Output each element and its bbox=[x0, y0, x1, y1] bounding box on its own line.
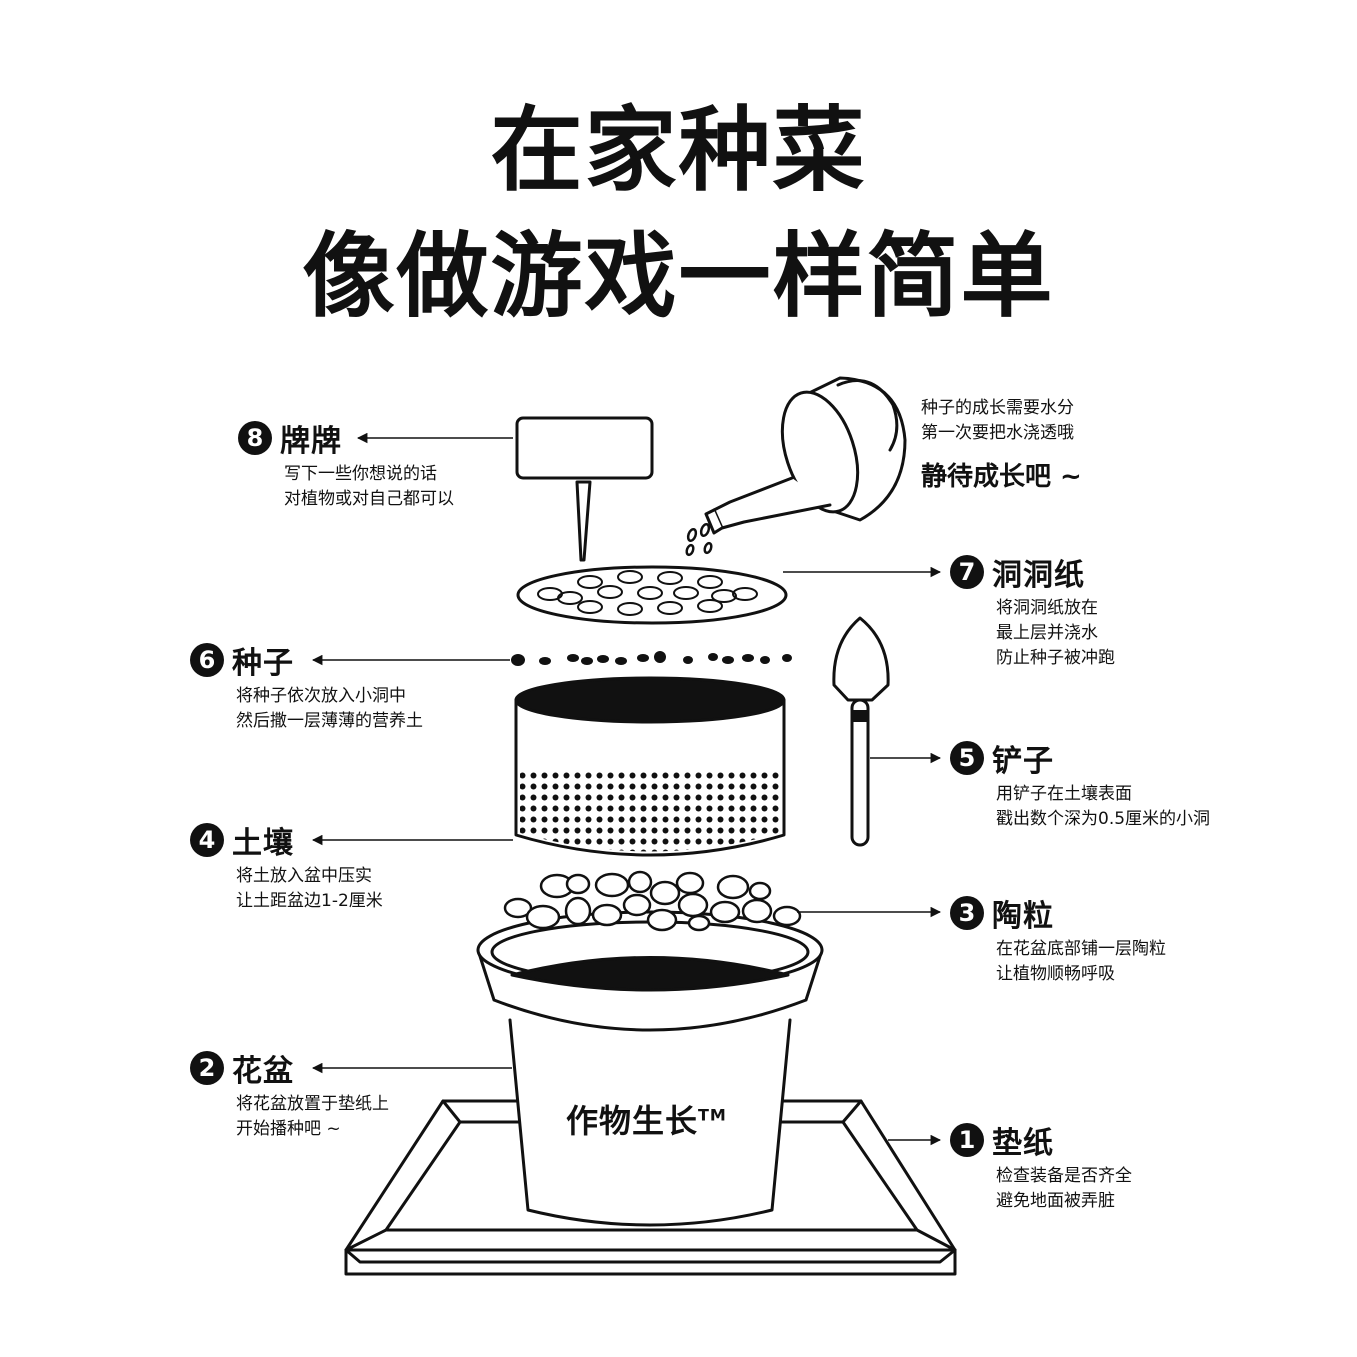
title-line-2: 像做游戏一样简单 bbox=[302, 223, 1055, 330]
flower-pot bbox=[476, 910, 824, 1227]
step-name: 洞洞纸 bbox=[992, 558, 1085, 593]
step-name: 种子 bbox=[232, 646, 294, 681]
step-number-badge: 6 bbox=[190, 643, 224, 677]
label-sign bbox=[515, 416, 654, 562]
step-desc-line: 让土距盆边1-2厘米 bbox=[236, 891, 383, 911]
step-desc-line: 将洞洞纸放在 bbox=[996, 598, 1098, 618]
title-line-1: 在家种菜 bbox=[490, 97, 867, 204]
step-name: 花盆 bbox=[232, 1054, 294, 1089]
step-desc-line: 最上层并浇水 bbox=[996, 623, 1098, 643]
perforated-paper bbox=[516, 565, 788, 625]
step-number-badge: 4 bbox=[190, 823, 224, 857]
step-name: 陶粒 bbox=[992, 899, 1054, 934]
step-name: 垫纸 bbox=[992, 1126, 1054, 1161]
step-desc-line: 让植物顺畅呼吸 bbox=[996, 964, 1115, 984]
step-name: 土壤 bbox=[232, 826, 294, 861]
step-desc-line: 将花盆放置于垫纸上 bbox=[236, 1094, 389, 1114]
step-desc-line: 开始播种吧 ~ bbox=[236, 1119, 341, 1139]
step-number-badge: 1 bbox=[950, 1123, 984, 1157]
step-desc-line: 用铲子在土壤表面 bbox=[996, 784, 1132, 804]
step-desc-line: 对植物或对自己都可以 bbox=[284, 489, 454, 509]
watering-note-line-2: 第一次要把水浇透哦 bbox=[921, 423, 1074, 443]
step-number-badge: 3 bbox=[950, 896, 984, 930]
step-number-badge: 2 bbox=[190, 1051, 224, 1085]
pot-brand-label: 作物生长TM bbox=[566, 1102, 727, 1140]
water-drops bbox=[685, 522, 713, 557]
step-number-badge: 7 bbox=[950, 555, 984, 589]
step-name: 牌牌 bbox=[280, 424, 342, 459]
step-name: 铲子 bbox=[992, 744, 1054, 779]
watering-note-emphasis: 静待成长吧 ~ bbox=[921, 462, 1082, 492]
step-desc-line: 写下一些你想说的话 bbox=[284, 464, 437, 484]
soil-block bbox=[514, 676, 786, 857]
ceramsite-pebbles bbox=[503, 870, 802, 932]
step-desc-line: 检查装备是否齐全 bbox=[996, 1166, 1132, 1186]
watering-note-line-1: 种子的成长需要水分 bbox=[921, 398, 1074, 418]
step-desc-line: 防止种子被冲跑 bbox=[996, 648, 1115, 668]
step-desc-line: 将种子依次放入小洞中 bbox=[236, 686, 406, 706]
step-number-badge: 5 bbox=[950, 741, 984, 775]
step-desc-line: 在花盆底部铺一层陶粒 bbox=[996, 939, 1166, 959]
watering-can bbox=[704, 376, 907, 535]
seeds bbox=[511, 651, 792, 666]
shovel bbox=[832, 616, 890, 847]
step-desc-line: 将土放入盆中压实 bbox=[236, 866, 372, 886]
watering-note: 种子的成长需要水分 第一次要把水浇透哦 静待成长吧 ~ bbox=[921, 396, 1082, 493]
step-number-badge: 8 bbox=[238, 421, 272, 455]
step-desc-line: 然后撒一层薄薄的营养土 bbox=[236, 711, 423, 731]
step-desc-line: 戳出数个深为0.5厘米的小洞 bbox=[996, 809, 1211, 829]
step-desc-line: 避免地面被弄脏 bbox=[996, 1191, 1115, 1211]
